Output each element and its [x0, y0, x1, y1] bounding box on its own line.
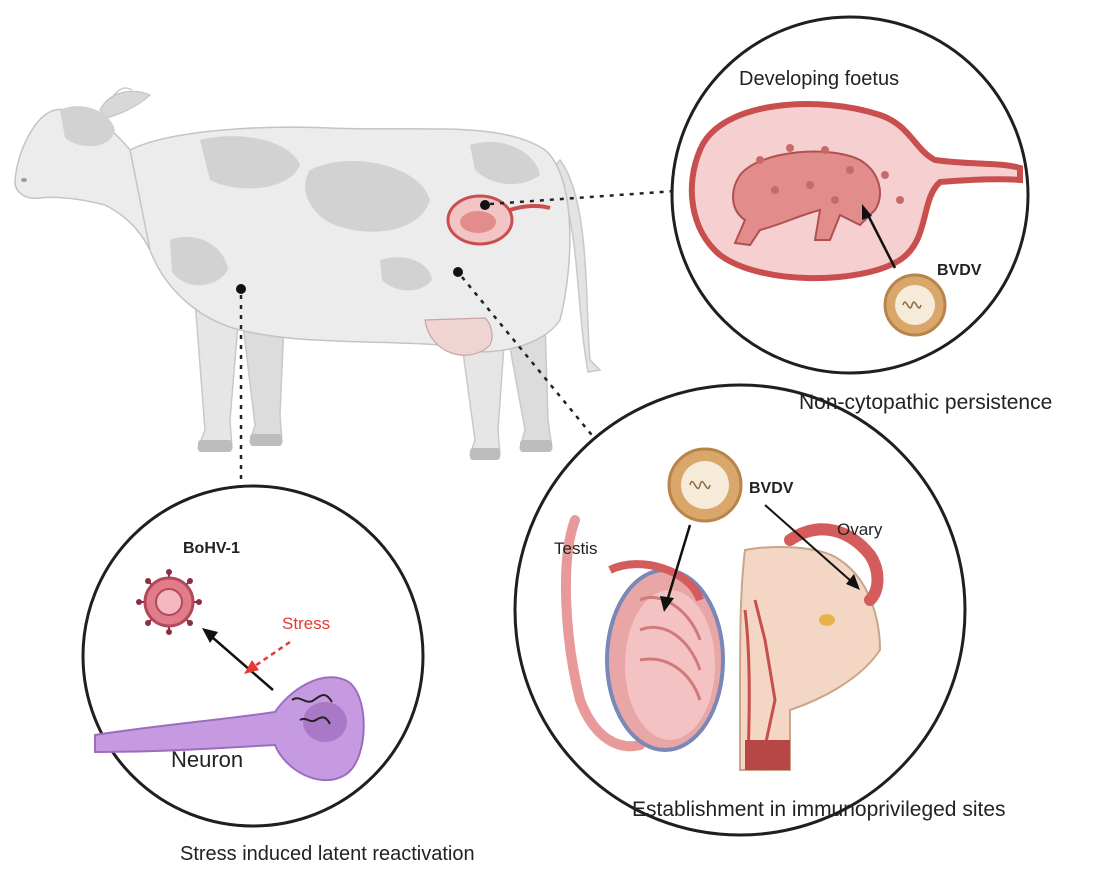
label-developing-foetus: Developing foetus	[739, 68, 899, 90]
bvdv-virus-icon-top	[885, 275, 945, 335]
label-stress: Stress	[282, 614, 330, 633]
bohv-virus-icon	[136, 569, 202, 635]
anchor-dot-reproductive	[453, 267, 463, 277]
neuron-circle	[83, 486, 423, 826]
label-bvdv-middle: BVDV	[749, 480, 794, 497]
label-neuron: Neuron	[171, 747, 243, 772]
label-ovary: Ovary	[837, 520, 883, 539]
anchor-dot-uterus	[480, 200, 490, 210]
bvdv-virus-icon-middle	[669, 449, 741, 521]
label-non-cytopathic-persistence: Non-cytopathic persistence	[799, 391, 1052, 414]
label-stress-induced-latent-reactivation: Stress induced latent reactivation	[180, 843, 475, 865]
cow-illustration	[15, 88, 600, 460]
label-bohv-1: BoHV-1	[183, 540, 240, 557]
label-testis: Testis	[554, 539, 597, 558]
reproductive-circle	[515, 385, 965, 835]
label-bvdv-top: BVDV	[937, 262, 982, 279]
label-establishment: Establishment in immunoprivileged sites	[632, 798, 1006, 821]
anchor-dot-leg	[236, 284, 246, 294]
